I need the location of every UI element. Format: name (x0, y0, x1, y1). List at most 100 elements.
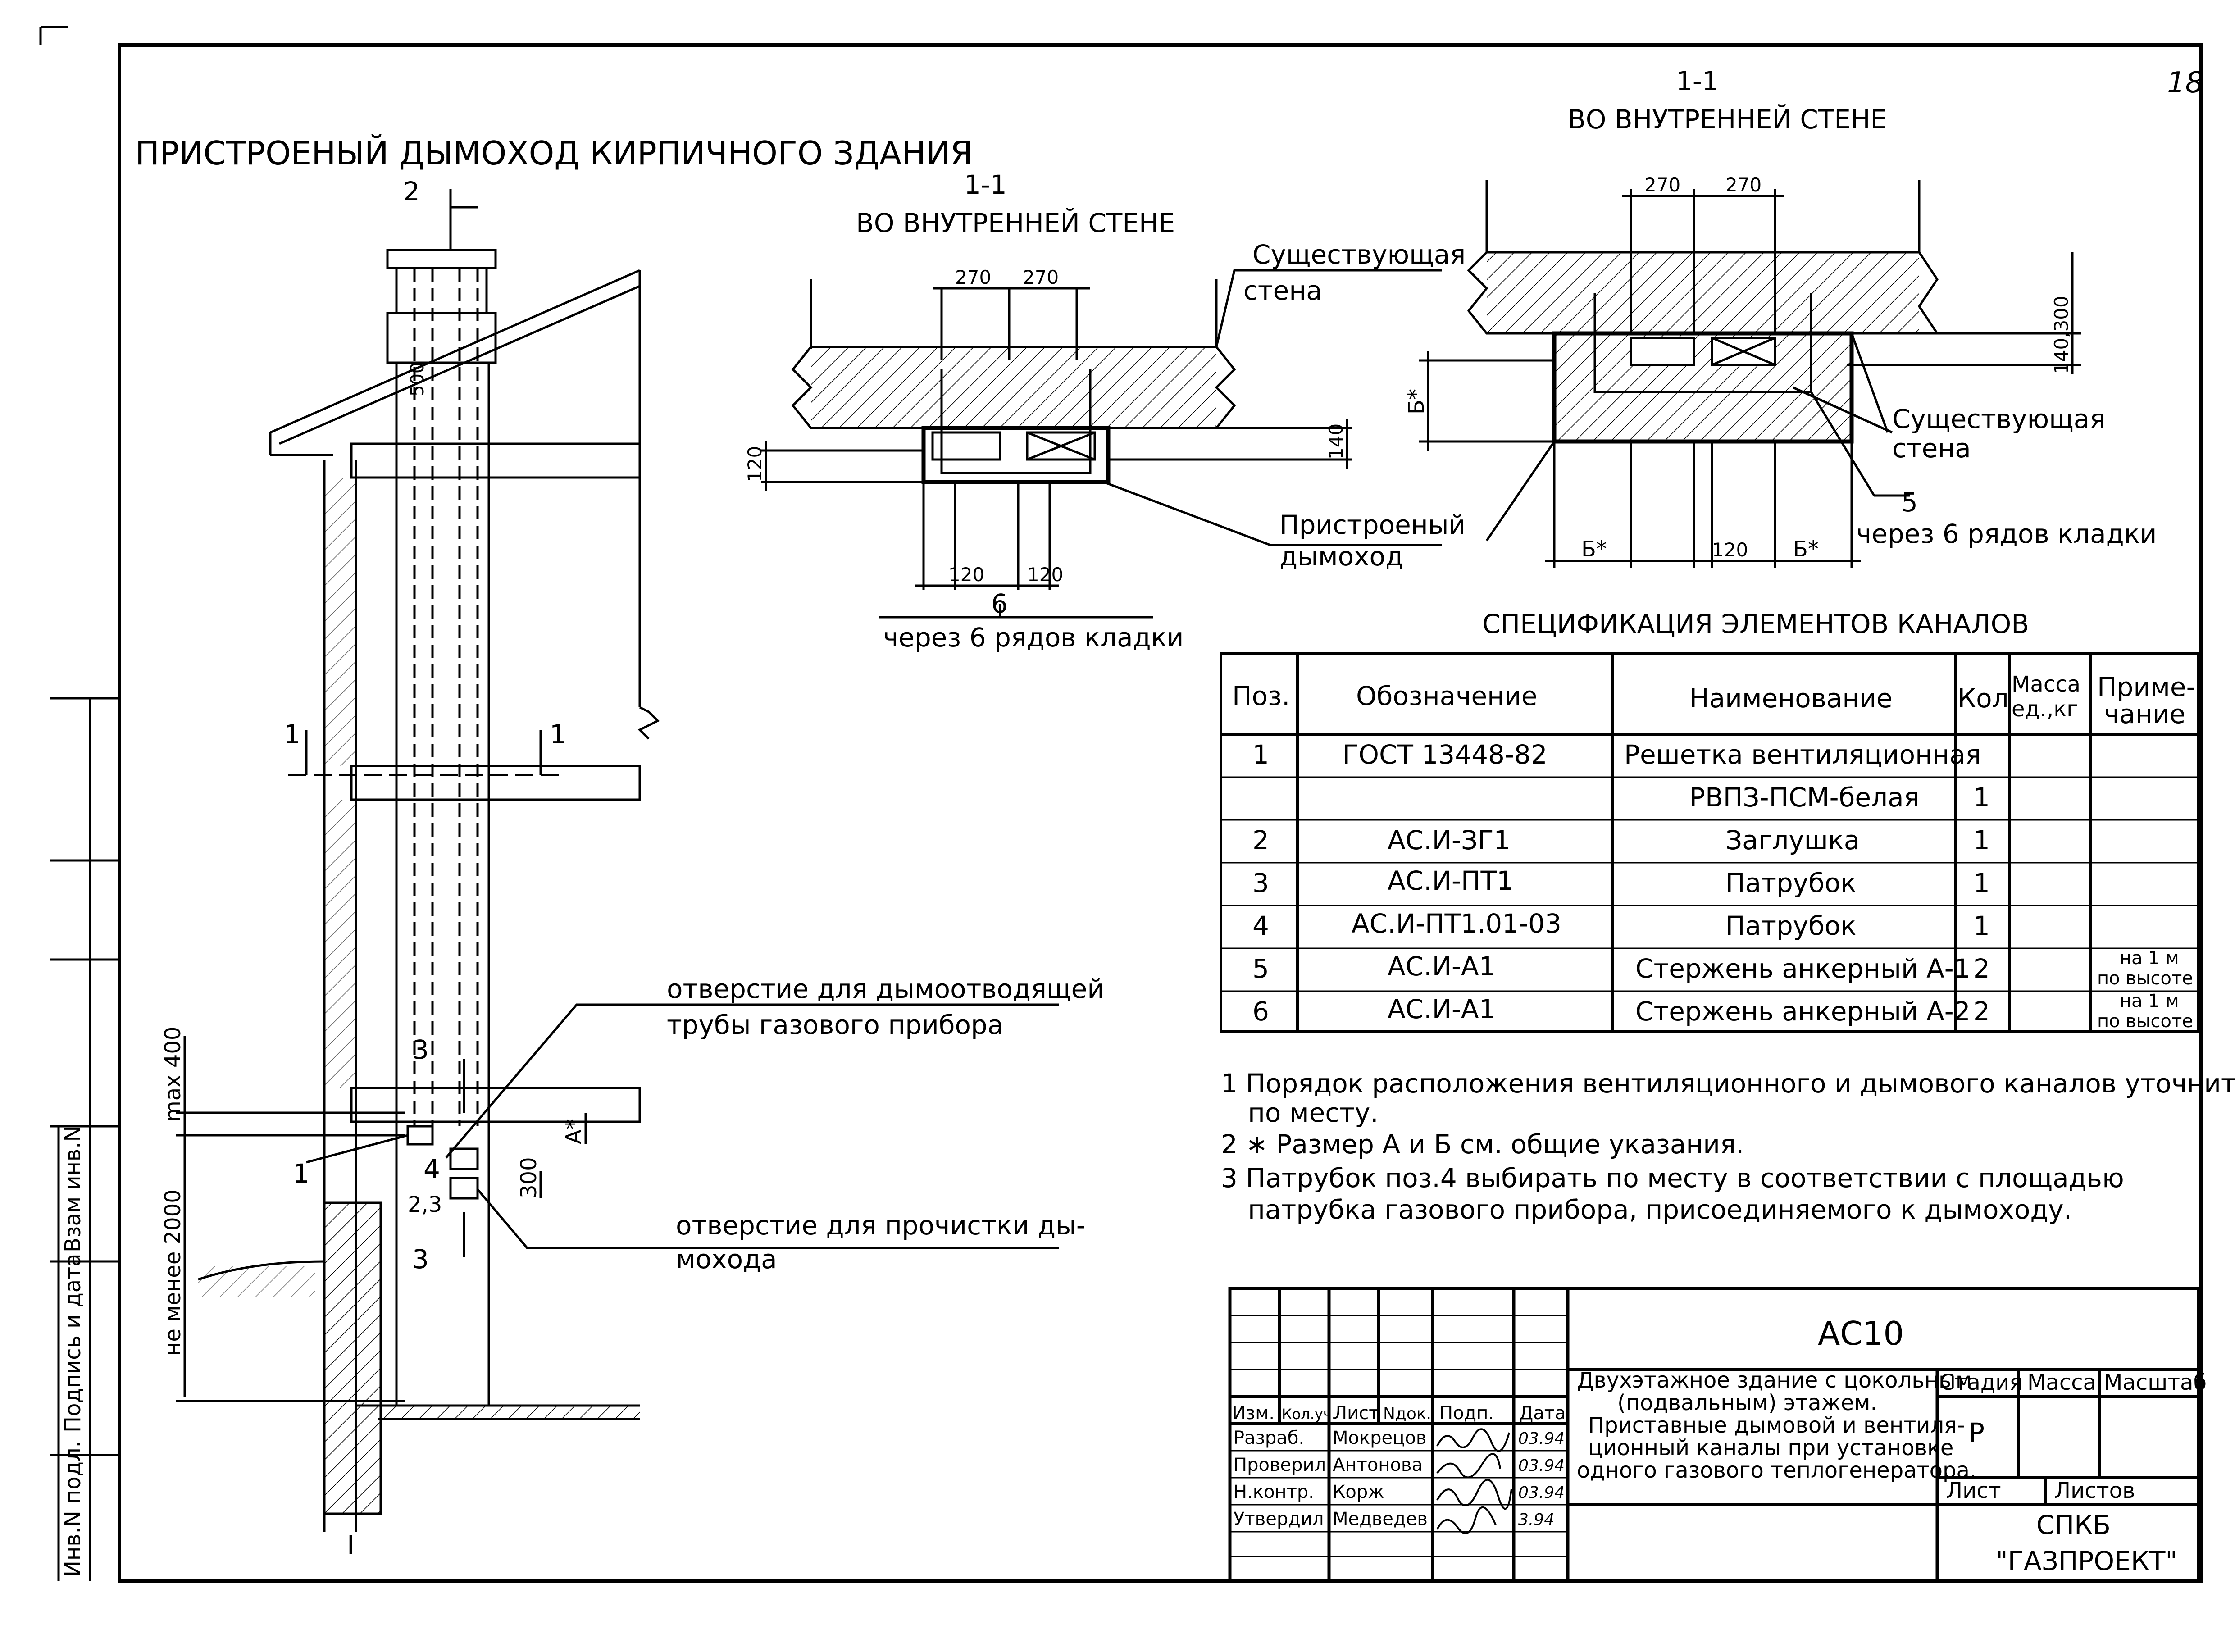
spec-cell-pos: 3 (1252, 868, 1269, 898)
sheet-frame (39, 26, 2203, 1583)
section-a-dim-120a: 120 (948, 564, 984, 586)
section-a-chimney-2: дымоход (1279, 541, 1403, 572)
drawing-code: АС10 (1818, 1315, 1904, 1352)
tb-org-2: "ГАЗПРОЕКТ" (1996, 1546, 2177, 1576)
tb-date: 03.94 (1518, 1456, 1565, 1475)
note-1a: 1 Порядок расположения вентиляционного и… (1221, 1068, 2235, 1099)
spec-header-pos: Поз. (1232, 681, 1290, 711)
main-title: ПРИСТРОЕНЫЙ ДЫМОХОД КИРПИЧНОГО ЗДАНИЯ (135, 134, 973, 172)
tb-date: 03.94 (1518, 1429, 1565, 1448)
spec-header-mass-1: Масса (2012, 672, 2080, 697)
spec-cell-designation: ГОСТ 13448-82 (1343, 739, 1548, 770)
tb-role: Утвердил (1234, 1509, 1324, 1529)
section-b-dim-B-b: Б* (1793, 537, 1819, 562)
spec-cell-qty: 1 (1973, 868, 1990, 898)
spec-row: 2 АС.И-ЗГ1 Заглушка 1 (1252, 825, 1990, 856)
spec-cell-name: Заглушка (1725, 825, 1860, 856)
tb-name: Антонова (1333, 1455, 1423, 1475)
desc-line-3: Приставные дымовой и вентиля- (1588, 1413, 1965, 1438)
tb-scale-label: Масштаб (2104, 1370, 2207, 1395)
tb-sheets-label: Листов (2054, 1478, 2135, 1503)
spec-cell-note-2: по высоте (2097, 1011, 2193, 1032)
section-b-wall-1: Существующая (1892, 404, 2105, 434)
tb-date: 03.94 (1518, 1484, 1565, 1502)
section-b-mark: 1-1 (1676, 66, 1719, 96)
tb-sheet-label: Лист (1946, 1478, 2001, 1503)
spec-table: СПЕЦИФИКАЦИЯ ЭЛЕМЕНТОВ КАНАЛОВ Поз. Обоз… (1220, 609, 2200, 1033)
spec-cell-designation: АС.И-ПТ1 (1388, 865, 1513, 896)
spec-header-name: Наименование (1689, 683, 1893, 714)
tb-header-podp: Подп. (1439, 1403, 1494, 1424)
spec-cell-designation: АС.И-А1 (1388, 994, 1496, 1024)
spec-title: СПЕЦИФИКАЦИЯ ЭЛЕМЕНТОВ КАНАЛОВ (1482, 609, 2029, 639)
note-flue-line1: отверстие для дымоотводящей (667, 974, 1104, 1004)
desc-line-2: (подвальным) этажем. (1617, 1390, 1877, 1415)
vzam-label: Взам инв.N (60, 1126, 86, 1252)
dim-A: А* (561, 1119, 587, 1144)
note-3a: 3 Патрубок поз.4 выбирать по месту в соо… (1221, 1163, 2124, 1193)
spec-row: РВПЗ-ПСМ-белая 1 (1689, 782, 1990, 813)
spec-cell-name: РВПЗ-ПСМ-белая (1689, 782, 1920, 813)
tb-header-izm: Изм. (1232, 1403, 1275, 1424)
section-b-dim-B-left: Б* (1404, 389, 1429, 414)
section-a-dim-120b: 120 (1027, 564, 1063, 586)
spec-cell-qty: 1 (1973, 782, 1990, 813)
spec-cell-designation: АС.И-А1 (1388, 951, 1496, 982)
pos-4: 4 (423, 1154, 440, 1184)
tb-stage-label: Стадия (1939, 1370, 2022, 1395)
spec-row: 3 АС.И-ПТ1 Патрубок 1 (1252, 865, 1990, 898)
dim-max400: max 400 (160, 1027, 186, 1122)
tb-role-row: Проверил Антонова 03.94 (1234, 1455, 1565, 1475)
spec-cell-note-1: на 1 м (2120, 948, 2179, 969)
section-a-dim-270a: 270 (955, 266, 991, 288)
section-a-chimney-1: Пристроеный (1279, 510, 1466, 540)
spec-cell-pos: 6 (1252, 996, 1269, 1027)
section-b-dim-140-300: 140,300 (2050, 296, 2072, 374)
section-b-title: ВО ВНУТРЕННЕЙ СТЕНЕ (1568, 104, 1887, 135)
signatures (1436, 1428, 1512, 1534)
section-a-dim-140: 140 (1325, 423, 1347, 460)
section-b-wall-2: стена (1892, 433, 1971, 464)
spec-cell-qty: 2 (1973, 996, 1990, 1027)
pos-1: 1 (293, 1158, 310, 1189)
tb-role: Разраб. (1234, 1428, 1304, 1448)
spec-header-note-2: чание (2104, 699, 2185, 729)
section-b-pos: 5 (1901, 487, 1918, 518)
section-1-left: 1 (284, 719, 300, 750)
tb-role-row: Разраб. Мокрецов 03.94 (1234, 1428, 1565, 1448)
spec-row: 5 АС.И-А1 Стержень анкерный А-1 2 на 1 м… (1252, 948, 2193, 989)
inv-label: Инв.N подл. (60, 1441, 86, 1577)
pos-2-3: 2,3 (408, 1192, 442, 1217)
section-b-note: через 6 рядов кладки (1856, 519, 2157, 549)
spec-header-mass-2: ед.,кг (2012, 696, 2078, 722)
section-a-pos: 6 (991, 588, 1008, 619)
spec-cell-qty: 1 (1973, 910, 1990, 941)
spec-cell-qty: 1 (1973, 825, 1990, 856)
section-a-dim-120-left: 120 (744, 446, 766, 482)
tb-header-ndok: Nдок. (1383, 1405, 1431, 1423)
tb-name: Корж (1333, 1482, 1384, 1502)
spec-cell-pos: 5 (1252, 953, 1269, 984)
desc-line-5: одного газового теплогенератора. (1577, 1458, 1976, 1483)
spec-cell-pos: 2 (1252, 825, 1269, 856)
section-a-mark: 1-1 (964, 169, 1007, 200)
spec-cell-pos: 1 (1252, 739, 1269, 770)
spec-cell-name: Решетка вентиляционная (1624, 739, 1981, 770)
tb-header-koluch: Кол.уч. (1282, 1406, 1336, 1423)
note-flue-line2: трубы газового прибора (667, 1010, 1003, 1040)
section-a-wall-1: Существующая (1252, 239, 1466, 270)
tb-name: Медведев (1333, 1509, 1428, 1529)
section-mark-2: 2 (403, 176, 420, 207)
sheet-number: 18 (2167, 66, 2203, 100)
tb-role: Проверил (1234, 1455, 1326, 1475)
title-block: АС10 Двухэтажное здание с цокольным (под… (1228, 1287, 2207, 1583)
section-a-title: ВО ВНУТРЕННЕЙ СТЕНЕ (856, 207, 1175, 238)
dim-min2000: не менее 2000 (160, 1189, 186, 1356)
section-b-dim-270a: 270 (1644, 174, 1680, 196)
dim-300: 300 (516, 1157, 542, 1198)
spec-header-designation: Обозначение (1356, 681, 1537, 711)
spec-row: 6 АС.И-А1 Стержень анкерный А-2 2 на 1 м… (1252, 991, 2193, 1032)
general-notes: 1 Порядок расположения вентиляционного и… (1221, 1068, 2235, 1225)
spec-cell-pos: 4 (1252, 910, 1269, 941)
note-1b: по месту. (1248, 1097, 1379, 1128)
